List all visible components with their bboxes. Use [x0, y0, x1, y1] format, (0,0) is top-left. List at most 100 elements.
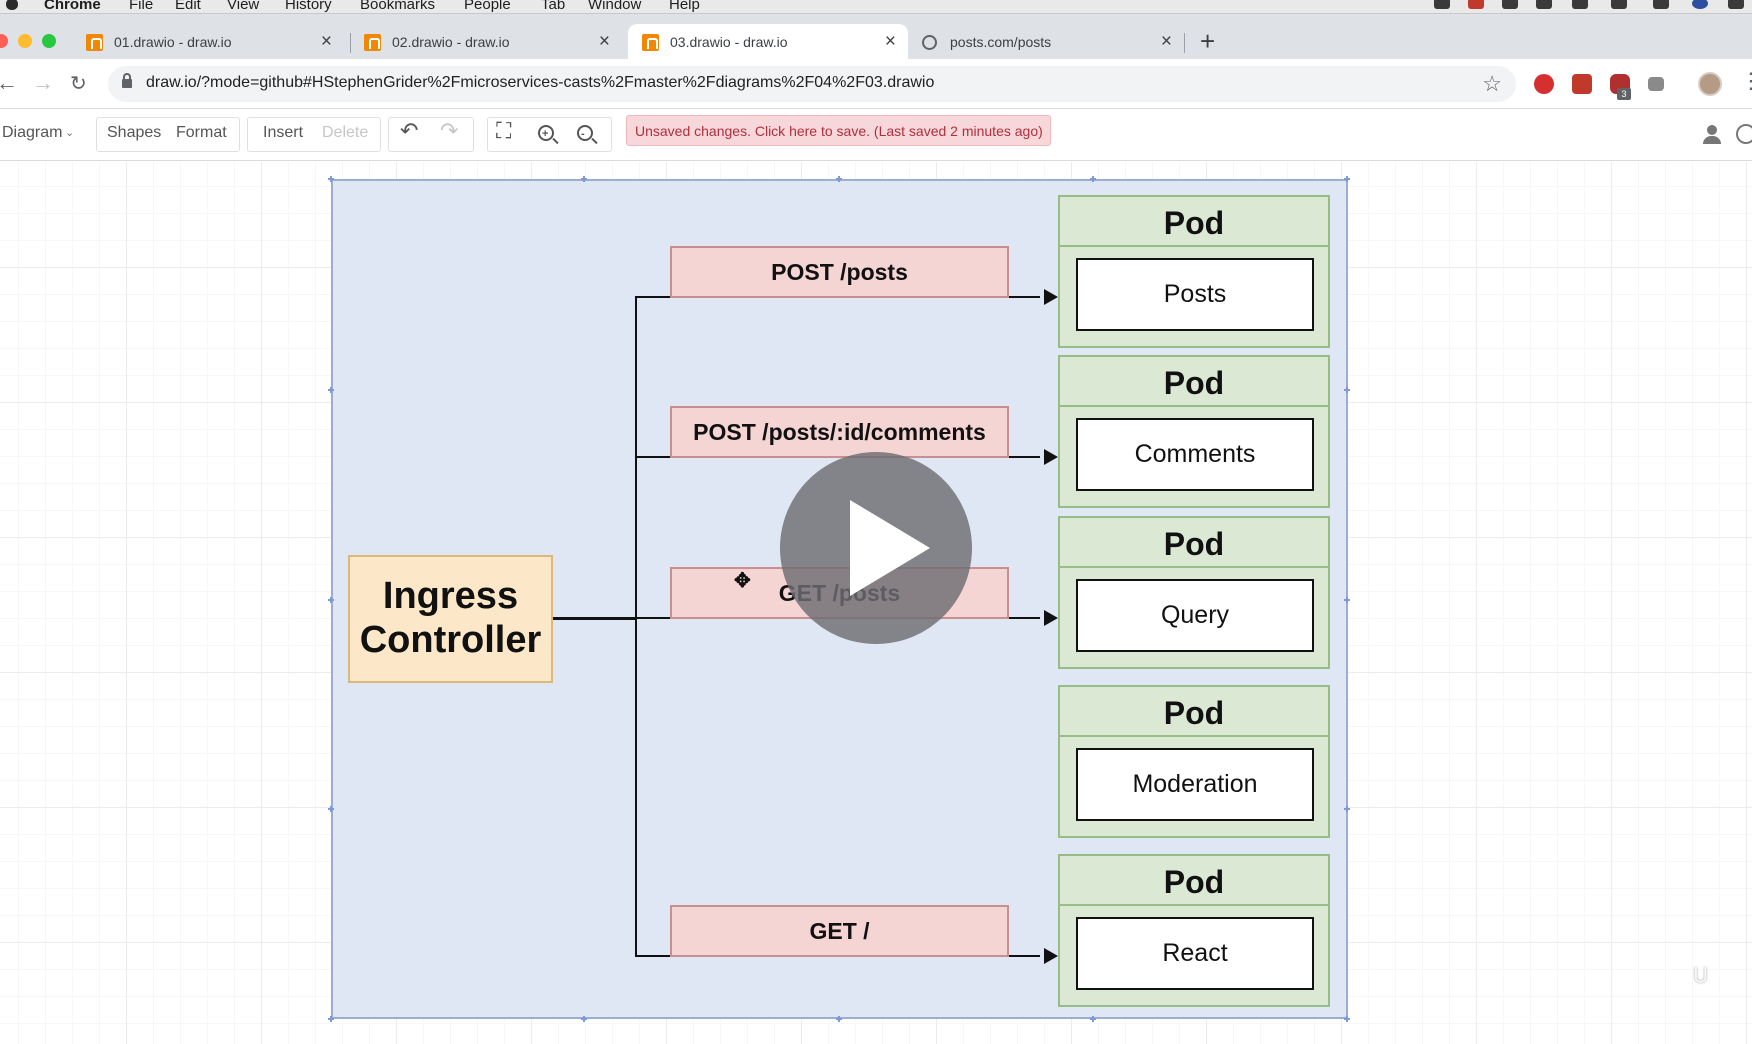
wifi-icon[interactable] [1572, 0, 1588, 9]
insert-button[interactable]: Insert [263, 124, 304, 141]
pod-moderation[interactable]: Pod Moderation [1058, 685, 1330, 838]
selection-handle[interactable] [1344, 597, 1350, 603]
selection-handle[interactable] [836, 1016, 842, 1022]
shapes-button[interactable]: Shapes [107, 124, 162, 141]
lock-icon [122, 73, 132, 88]
route-trunk-line[interactable] [635, 296, 637, 957]
menu-window[interactable]: Window [588, 0, 642, 13]
tab-title: 02.drawio - draw.io [392, 34, 510, 50]
language-globe-icon[interactable] [1736, 124, 1752, 144]
pod-query[interactable]: Pod Query [1058, 516, 1330, 669]
new-tab-button[interactable]: + [1200, 26, 1216, 56]
selection-handle[interactable] [1344, 806, 1350, 812]
user-icon[interactable] [1703, 125, 1721, 145]
close-tab-icon[interactable]: × [884, 31, 896, 52]
selection-handle[interactable] [1090, 176, 1096, 182]
tab-02-drawio[interactable]: 02.drawio - draw.io × [350, 24, 622, 60]
pod-label: Pod [1163, 205, 1225, 241]
close-window-button[interactable] [0, 34, 8, 48]
url-text[interactable]: draw.io/?mode=github#HStephenGrider%2Fmi… [146, 74, 935, 91]
spotlight-icon[interactable] [1653, 0, 1669, 9]
service-moderation[interactable]: Moderation [1076, 748, 1314, 821]
lastpass-extension-icon[interactable] [1572, 74, 1592, 94]
selection-handle[interactable] [1090, 1016, 1096, 1022]
menu-help[interactable]: Help [669, 0, 700, 13]
selection-handle[interactable] [328, 597, 334, 603]
minimize-window-button[interactable] [18, 34, 32, 48]
selection-handle[interactable] [328, 1016, 334, 1022]
play-icon [850, 500, 930, 596]
drawio-favicon-icon [642, 34, 659, 51]
menu-file[interactable]: File [129, 0, 154, 13]
profile-avatar[interactable] [1698, 72, 1722, 96]
reload-icon[interactable]: ↻ [70, 73, 87, 95]
maximize-window-button[interactable] [42, 34, 56, 48]
reader-extension-icon[interactable] [1648, 77, 1664, 91]
pod-posts[interactable]: Pod Posts [1058, 195, 1330, 348]
selection-handle[interactable] [836, 176, 842, 182]
tab-separator [350, 33, 351, 53]
pod-comments[interactable]: Pod Comments [1058, 355, 1330, 508]
route-get-root[interactable]: GET / [670, 905, 1009, 957]
fullscreen-icon[interactable]: ⛶ [496, 118, 512, 143]
redo-icon[interactable]: ↷ [440, 118, 459, 143]
format-button[interactable]: Format [176, 124, 227, 141]
notification-center-icon[interactable] [1728, 0, 1744, 9]
service-comments[interactable]: Comments [1076, 418, 1314, 491]
diagram-menu[interactable]: Diagram [2, 124, 63, 141]
selection-handle[interactable] [1344, 176, 1350, 182]
dropbox-icon[interactable] [1536, 0, 1552, 9]
chrome-menu-icon[interactable]: ⋮ [1740, 68, 1752, 93]
menu-view[interactable]: View [227, 0, 260, 13]
address-bar[interactable]: draw.io/?mode=github#HStephenGrider%2Fmi… [108, 66, 1516, 102]
selection-handle[interactable] [1344, 387, 1350, 393]
close-tab-icon[interactable]: × [598, 31, 610, 52]
close-tab-icon[interactable]: × [320, 31, 332, 52]
arrowhead-icon [1044, 610, 1058, 626]
menu-app[interactable]: Chrome [44, 0, 101, 13]
delete-button[interactable]: Delete [322, 124, 369, 141]
arrowhead-icon [1044, 948, 1058, 964]
service-react[interactable]: React [1076, 917, 1314, 990]
pod-react[interactable]: Pod React [1058, 854, 1330, 1007]
record-icon[interactable] [1468, 0, 1484, 9]
menu-people[interactable]: People [464, 0, 511, 13]
bookmark-star-icon[interactable]: ☆ [1482, 71, 1502, 96]
forward-icon[interactable]: → [32, 70, 54, 95]
route-post-comments[interactable]: POST /posts/:id/comments [670, 406, 1009, 458]
unsaved-changes-notice[interactable]: Unsaved changes. Click here to save. (La… [626, 115, 1051, 146]
service-query[interactable]: Query [1076, 579, 1314, 652]
back-icon[interactable]: ← [0, 70, 18, 95]
tab-01-drawio[interactable]: 01.drawio - draw.io × [72, 24, 344, 60]
battery-icon[interactable] [1611, 0, 1627, 9]
menu-history[interactable]: History [285, 0, 332, 13]
video-play-button[interactable] [780, 452, 972, 644]
selection-handle[interactable] [1344, 1016, 1350, 1022]
selection-handle[interactable] [328, 387, 334, 393]
menu-bookmarks[interactable]: Bookmarks [360, 0, 436, 13]
undo-icon[interactable]: ↶ [400, 118, 419, 143]
zoom-out-icon[interactable]: - [577, 125, 593, 141]
cloud-icon[interactable] [1434, 0, 1450, 9]
pod-label: Pod [1163, 526, 1225, 562]
ingress-connector-line[interactable] [553, 617, 637, 620]
selection-handle[interactable] [581, 1016, 587, 1022]
menu-edit[interactable]: Edit [175, 0, 201, 13]
tab-03-drawio[interactable]: 03.drawio - draw.io × [628, 24, 908, 60]
close-tab-icon[interactable]: × [1160, 31, 1172, 52]
ingress-controller-box[interactable]: Ingress Controller [348, 555, 553, 683]
siri-icon[interactable] [1692, 0, 1708, 9]
glasses-icon[interactable] [1502, 0, 1518, 9]
route-post-posts[interactable]: POST /posts [670, 246, 1009, 298]
adblock-extension-icon[interactable] [1534, 74, 1554, 94]
selection-handle[interactable] [581, 176, 587, 182]
menu-tab[interactable]: Tab [541, 0, 566, 13]
tab-posts[interactable]: posts.com/posts × [908, 24, 1184, 60]
zoom-in-icon[interactable]: + [538, 125, 554, 141]
selection-handle[interactable] [328, 806, 334, 812]
service-posts[interactable]: Posts [1076, 258, 1314, 331]
selection-handle[interactable] [328, 176, 334, 182]
apple-icon[interactable] [6, 0, 18, 10]
pod-label: Pod [1163, 365, 1225, 401]
